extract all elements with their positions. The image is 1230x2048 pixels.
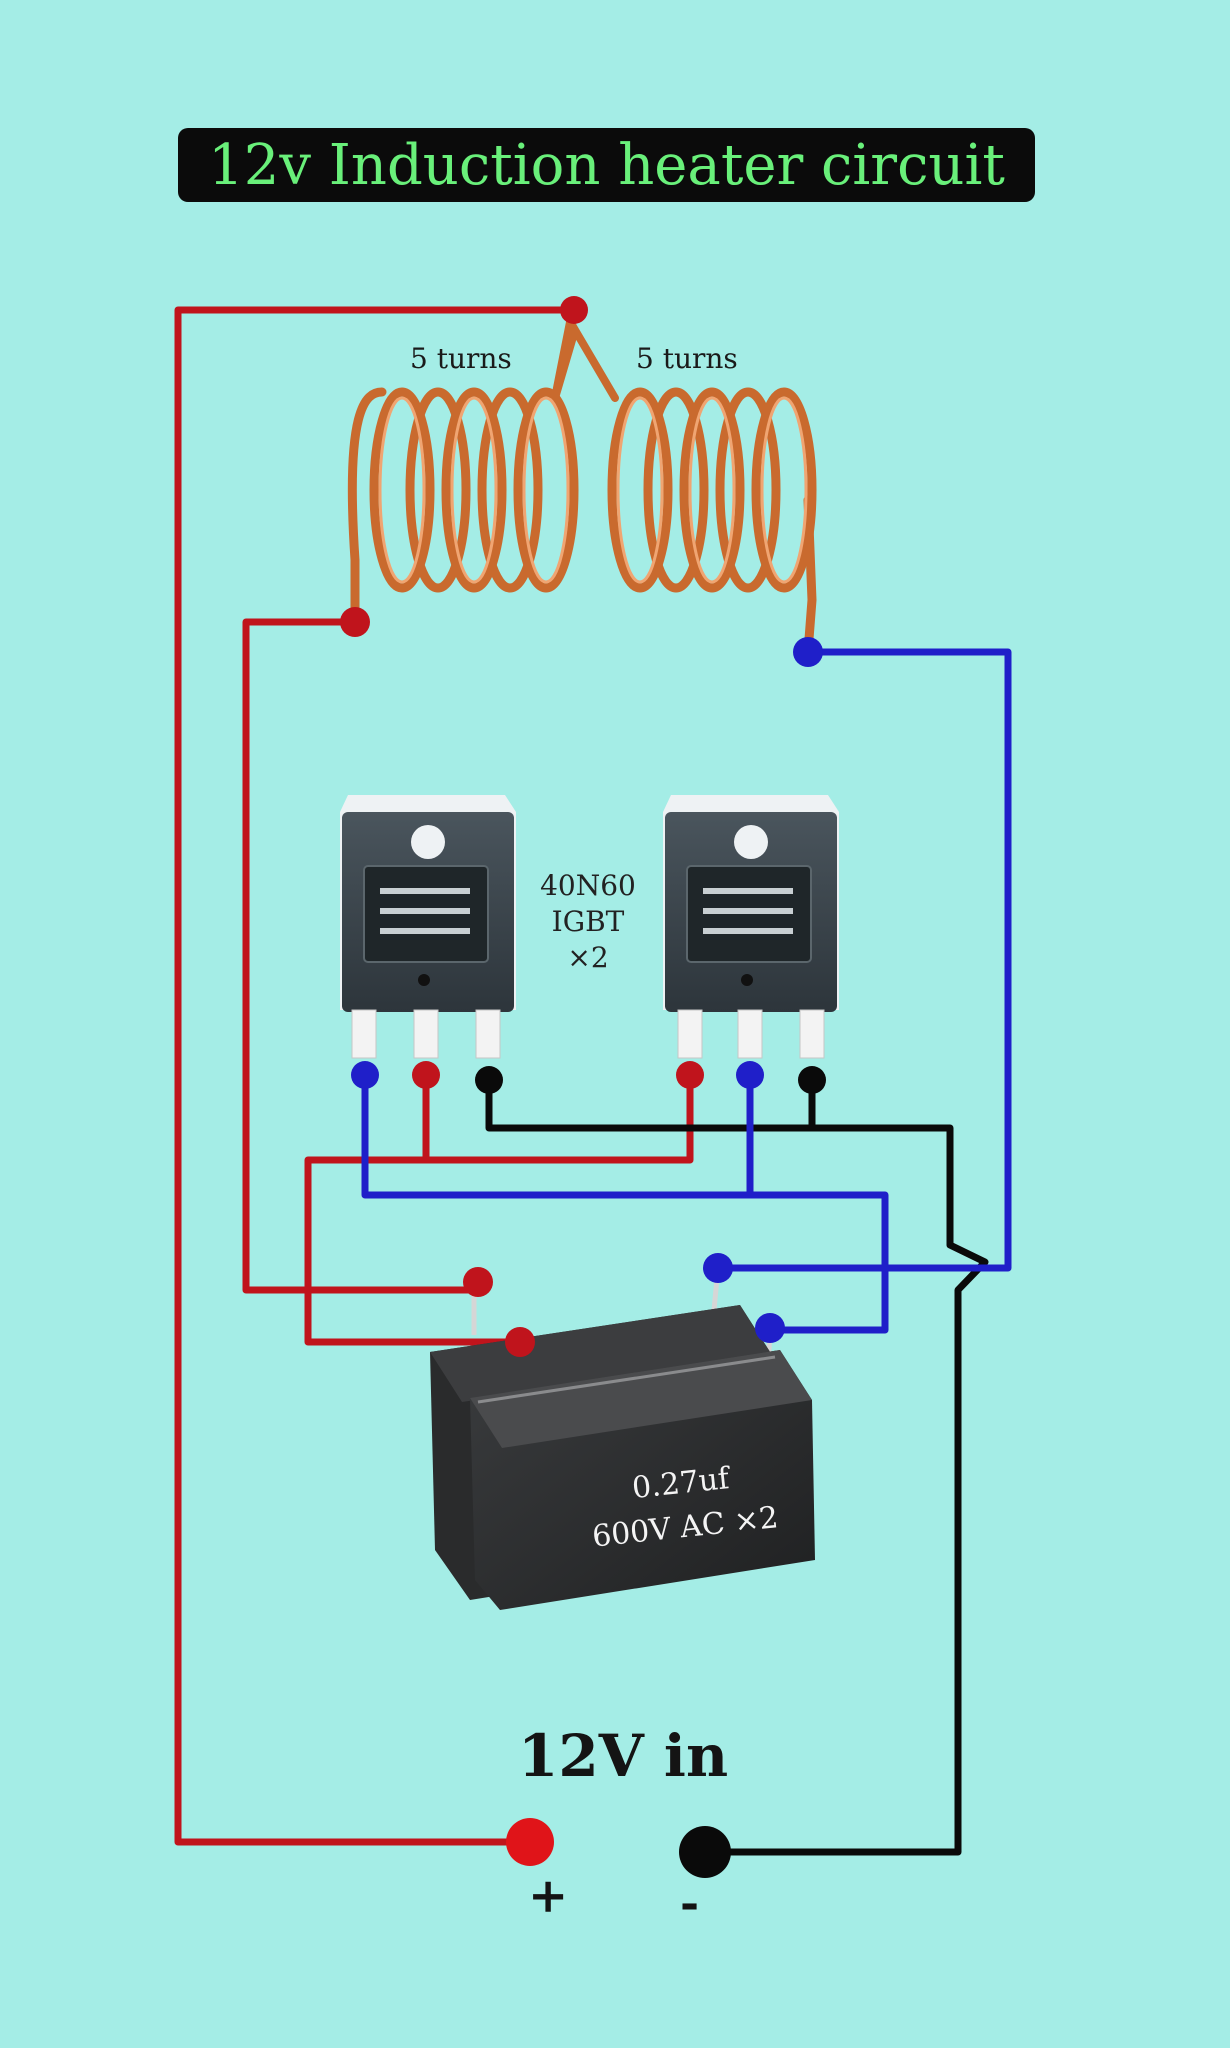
blue-wire-coil-right	[718, 648, 1012, 1272]
coil-highlights	[378, 396, 808, 584]
igbt-label: 40N60 IGBT ×2	[520, 868, 656, 976]
coil-left-turns-label: 5 turns	[410, 342, 512, 375]
dot-igbt-left-emitter	[475, 1066, 503, 1094]
red-wire-coil-left	[242, 618, 478, 1294]
igbt-right	[663, 795, 839, 1059]
red-wire-gate-bridge	[304, 1075, 694, 1346]
dot-cap2-blue	[755, 1313, 785, 1343]
blue-wires	[361, 648, 1012, 1334]
positive-terminal-label: +	[528, 1868, 569, 1924]
title-banner: 12v Induction heater circuit	[178, 128, 1035, 202]
dot-coil-right	[793, 637, 823, 667]
power-input-label: 12V in	[518, 1722, 729, 1790]
red-wires	[174, 306, 694, 1846]
blue-wire-collector-left	[361, 1075, 889, 1334]
dot-igbt-right-emitter	[798, 1066, 826, 1094]
dot-coil-left	[340, 607, 370, 637]
negative-terminal-label: -	[680, 1876, 700, 1930]
igbt-quantity: ×2	[567, 941, 609, 974]
terminal-positive	[506, 1818, 554, 1866]
diagram-title: 12v Induction heater circuit	[208, 132, 1005, 198]
coil-right-turns-label: 5 turns	[636, 342, 738, 375]
igbt-part-number: 40N60	[540, 869, 636, 902]
igbt-left	[340, 795, 516, 1059]
junction-dots	[340, 296, 826, 1878]
dot-igbt-left-gate	[412, 1061, 440, 1089]
dot-coil-center	[560, 296, 588, 324]
terminal-negative	[679, 1826, 731, 1878]
red-wire-positive-main	[174, 306, 574, 1846]
dot-cap1-blue	[703, 1253, 733, 1283]
dot-igbt-left-collector	[351, 1061, 379, 1089]
igbt-type: IGBT	[551, 905, 625, 938]
dot-cap2-red	[505, 1327, 535, 1357]
black-wire-emitter	[485, 1080, 989, 1856]
induction-coil	[347, 308, 817, 657]
dot-igbt-right-collector	[736, 1061, 764, 1089]
dot-igbt-right-gate	[676, 1061, 704, 1089]
capacitor-bank	[430, 1267, 815, 1610]
dot-cap1-red	[463, 1267, 493, 1297]
